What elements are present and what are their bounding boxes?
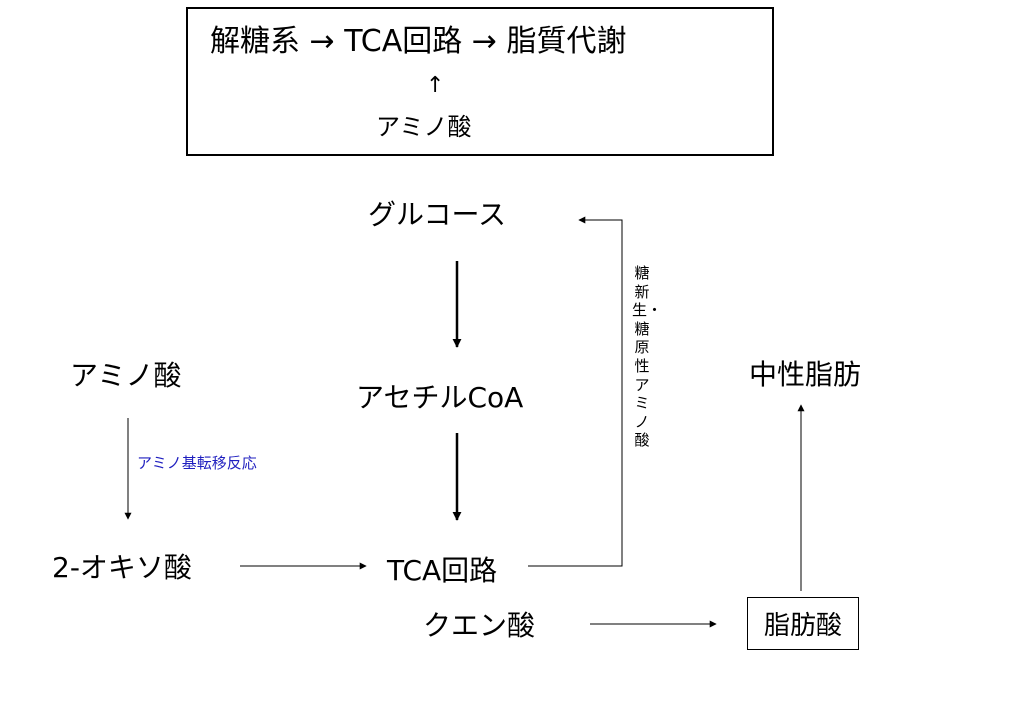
node-fatty-acid: 脂肪酸 bbox=[747, 597, 859, 650]
edge-label-gluconeogenesis: 糖新生・糖原性アミノ酸 bbox=[632, 264, 663, 450]
pathway-summary-line: 解糖系 → TCA回路 → 脂質代謝 bbox=[210, 24, 627, 59]
node-fatty-acid-label: 脂肪酸 bbox=[763, 611, 842, 641]
node-citrate: クエン酸 bbox=[423, 609, 536, 642]
node-tca-cycle: TCA回路 bbox=[387, 554, 498, 587]
node-triglyceride: 中性脂肪 bbox=[749, 358, 862, 391]
node-glucose: グルコース bbox=[368, 198, 507, 231]
node-acetyl-coa: アセチルCoA bbox=[356, 381, 524, 414]
pathway-amino-acid: アミノ酸 bbox=[376, 113, 472, 141]
node-oxo-acid: 2-オキソ酸 bbox=[52, 551, 192, 584]
edge-label-transamination: アミノ基転移反応 bbox=[137, 454, 257, 472]
up-arrow: ↑ bbox=[426, 73, 445, 98]
arrow-tca-to-glucose bbox=[528, 216, 623, 567]
pathway-summary-box: 解糖系 → TCA回路 → 脂質代謝 ↑ アミノ酸 bbox=[186, 7, 774, 156]
node-amino-acid: アミノ酸 bbox=[70, 359, 182, 392]
